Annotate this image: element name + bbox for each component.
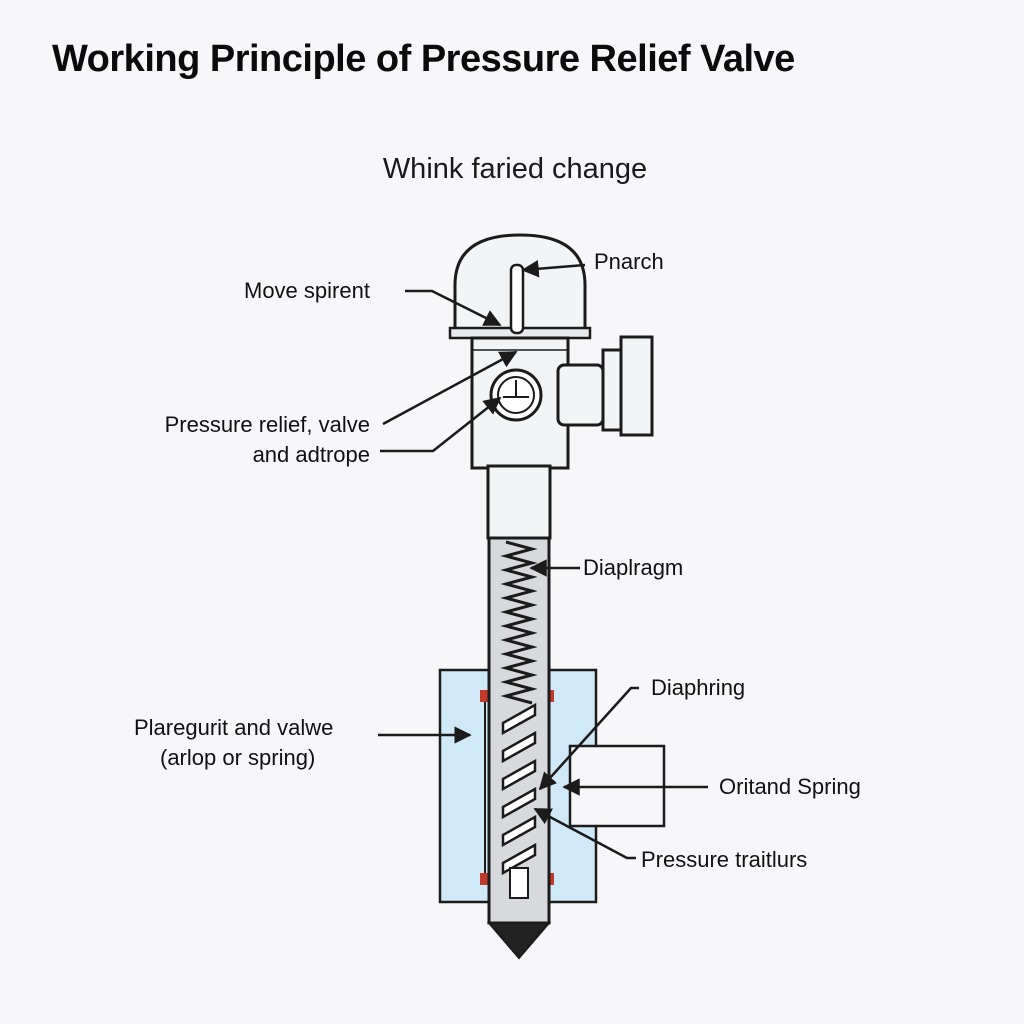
upper-spring (500, 540, 538, 705)
lower-spring (501, 702, 537, 876)
outlet-port (556, 335, 654, 437)
label-pnarch: Pnarch (594, 249, 664, 274)
valve-stem-end (509, 867, 529, 899)
diagram-subtitle: Whink faried change (382, 153, 648, 185)
valve-body (470, 336, 570, 470)
leader-lines (378, 260, 708, 860)
label-move-spirent: Move spirent (244, 278, 370, 303)
label-arlop-spring: (arlop or spring) (160, 745, 316, 770)
valve-cap (448, 233, 592, 340)
label-and-adtrope: and adtrope (252, 442, 370, 467)
label-plaregurit-valve: Plaregurit and valwe (134, 715, 334, 740)
valve-neck (486, 464, 552, 540)
page-title: Working Principle of Pressure Relief Val… (52, 38, 795, 80)
valve-tip (486, 922, 552, 960)
label-pressure-traitlurs: Pressure traitlurs (641, 847, 808, 872)
label-diaplragm: Diaplragm (583, 555, 684, 580)
label-diaphring: Diaphring (651, 675, 746, 700)
label-oritand-spring: Oritand Spring (719, 774, 861, 799)
label-pressure-relief-valve: Pressure relief, valve (164, 412, 370, 437)
